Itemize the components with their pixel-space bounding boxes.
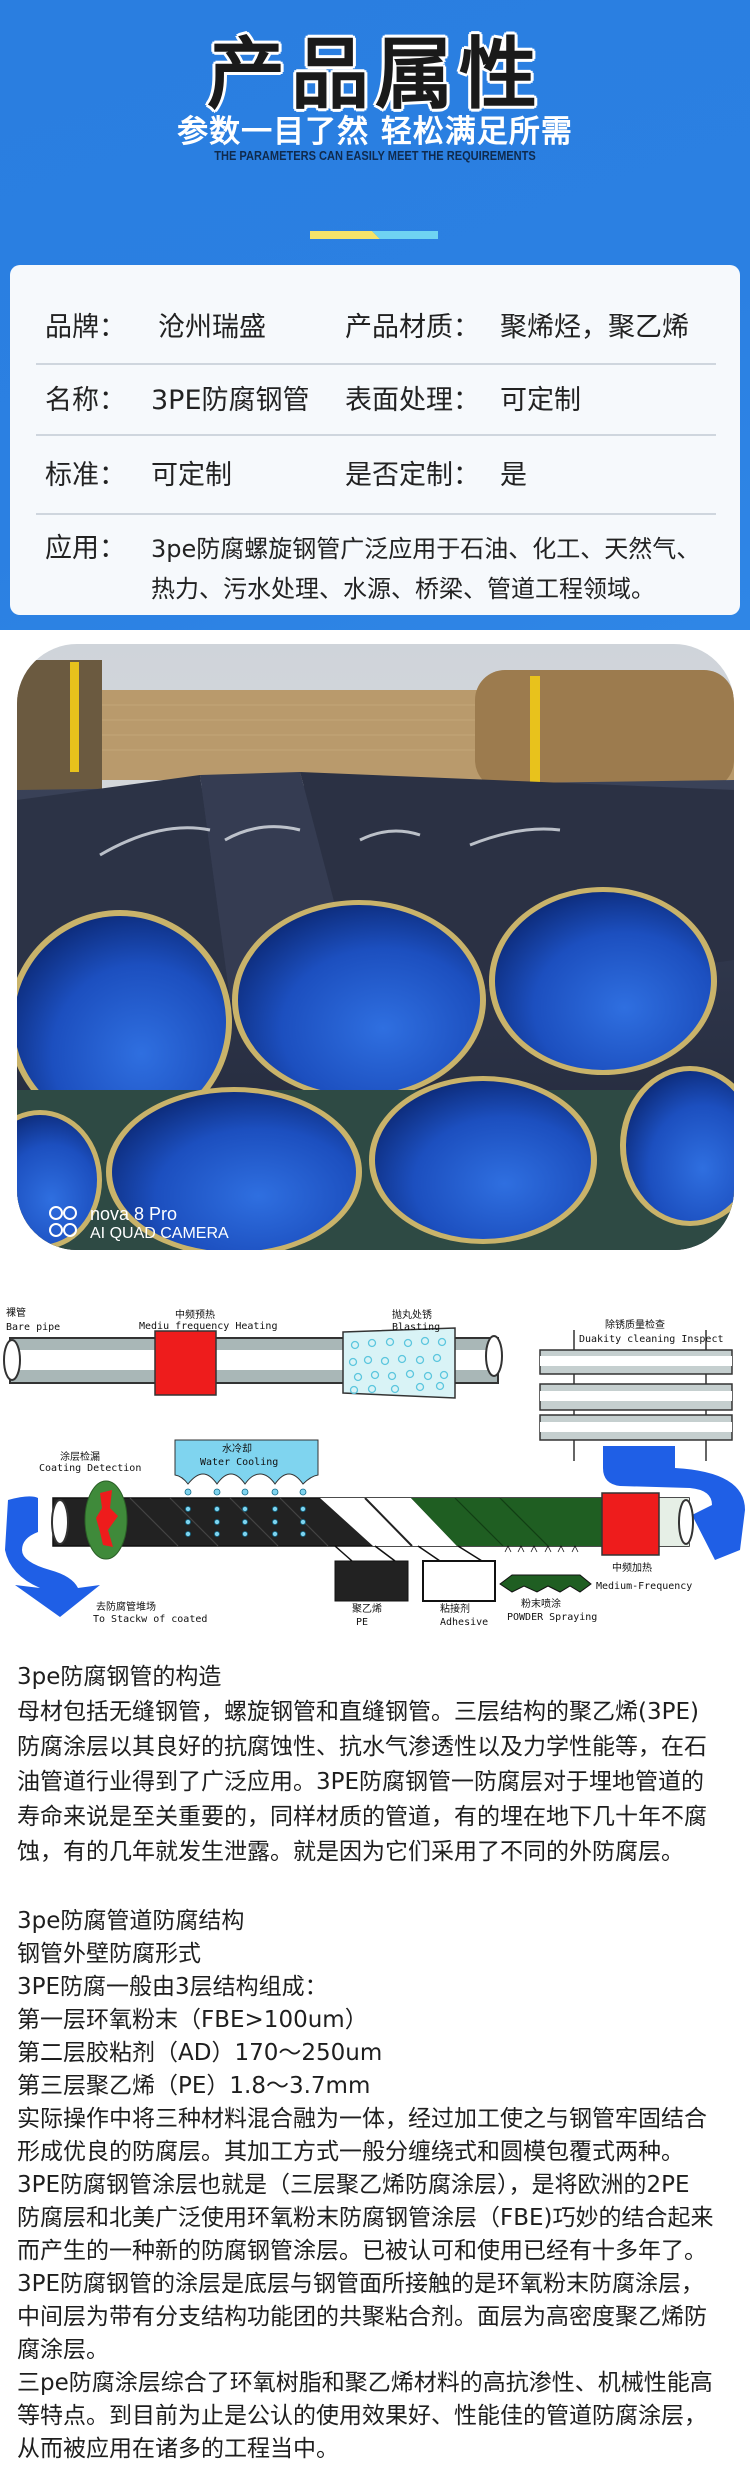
text-line: 寿命来说是至关重要的，同样材质的管道，有的埋在地下几十年不腐 — [17, 1804, 707, 1830]
water-cooling-tank — [174, 1439, 319, 1485]
heating-en: Medium-Frequency — [596, 1581, 692, 1592]
3pe-process-diagram: 裸管 Bare pipe 中频预热 Mediu frequency Heatin… — [3, 1306, 745, 1628]
stack-en: To Stackw of coated — [93, 1614, 207, 1625]
text-line: 母材包括无缝钢管，螺旋钢管和直缝钢管。三层结构的聚乙烯(3PE) — [17, 1699, 699, 1725]
powder-cn: 粉末喷涂 — [521, 1597, 561, 1610]
application-line-2: 热力、污水处理、水源、桥梁、管道工程领域。 — [151, 575, 655, 603]
standard-label: 标准： — [45, 460, 126, 491]
heating-cn: 中频加热 — [612, 1561, 652, 1574]
powder-sprayer — [499, 1574, 592, 1593]
text-line: 钢管外壁防腐形式 — [17, 1941, 201, 1967]
custom-label: 是否定制： — [345, 460, 480, 491]
detection-cn: 涂层检漏 — [60, 1450, 100, 1463]
text-line: 而产生的一种新的防腐钢管涂层。已被认可和使用已经有十多年了。 — [17, 2238, 707, 2264]
text-line: 第一层环氧粉末（FBE>100um） — [17, 2007, 368, 2033]
adhesive-en: Adhesive — [440, 1617, 488, 1628]
cooling-cn: 水冷却 — [222, 1442, 252, 1455]
blasting-chamber — [342, 1327, 456, 1399]
section-heading: 3pe防腐管道防腐结构 — [17, 1908, 245, 1934]
text-line: 3PE防腐钢管的涂层是底层与钢管面所接触的是环氧粉末防腐涂层， — [17, 2271, 705, 2297]
text-line: 形成优良的防腐层。其加工方式一般分缠绕式和圆模包覆式两种。 — [17, 2139, 684, 2165]
bare-pipe-cn: 裸管 — [6, 1306, 26, 1319]
camera-watermark-icon — [49, 1206, 77, 1237]
pe-en: PE — [356, 1617, 368, 1628]
preheat-en: Mediu frequency Heating — [139, 1321, 277, 1332]
stack-cn: 去防腐管堆场 — [96, 1600, 156, 1613]
pe-cn: 聚乙烯 — [352, 1602, 382, 1615]
text-line: 从而被应用在诸多的工程当中。 — [17, 2436, 339, 2462]
text-line: 三pe防腐涂层综合了环氧树脂和聚乙烯材料的高抗渗性、机械性能高 — [17, 2370, 713, 2396]
text-line: 腐涂层。 — [17, 2337, 109, 2363]
coated-pipes-illustration: nova 8 Pro AI QUAD CAMERA — [17, 644, 734, 1250]
name-value: 3PE防腐钢管 — [151, 385, 310, 416]
cooling-en: Water Cooling — [200, 1457, 278, 1468]
surface-label: 表面处理： — [345, 385, 480, 416]
name-label: 名称： — [45, 385, 126, 416]
text-line: 防腐层和北美广泛使用环氧粉末防腐钢管涂层（FBE)巧妙的结合起来 — [17, 2205, 714, 2231]
watermark-camera: AI QUAD CAMERA — [90, 1225, 229, 1242]
adhesive-cn: 粘接剂 — [440, 1602, 470, 1615]
standard-value: 可定制 — [151, 460, 232, 491]
material-label: 产品材质： — [345, 312, 480, 343]
decorative-bar — [310, 231, 438, 239]
product-attributes-banner: 产品属性 参数一目了然 轻松满足所需 THE PARAMETERS CAN EA… — [0, 0, 750, 630]
article-structure: 3pe防腐钢管的构造 母材包括无缝钢管，螺旋钢管和直缝钢管。三层结构的聚乙烯(3… — [17, 1660, 707, 1870]
blasting-en: Blasting — [392, 1322, 440, 1333]
brand-label: 品牌： — [45, 312, 126, 343]
flow-arrow-right-icon — [603, 1446, 745, 1560]
divider — [36, 434, 716, 436]
adhesive-hopper — [422, 1560, 496, 1602]
banner-title: 产品属性 — [206, 30, 543, 120]
application-line-1: 3pe防腐螺旋钢管广泛应用于石油、化工、天然气、 — [151, 535, 701, 563]
text-line: 等特点。到目前为止是公认的使用效果好、性能佳的管道防腐涂层， — [17, 2403, 707, 2429]
inspect-en: Duakity cleaning Inspect — [579, 1334, 724, 1345]
application-label: 应用： — [45, 533, 126, 564]
banner-subtitle-english: THE PARAMETERS CAN EASILY MEET THE REQUI… — [214, 148, 536, 163]
preheat-coil — [154, 1330, 217, 1396]
text-line: 3PE防腐钢管涂层也就是（三层聚乙烯防腐涂层），是将欧洲的2PE — [17, 2172, 690, 2198]
custom-value: 是 — [500, 460, 527, 491]
material-value: 聚烯烃，聚乙烯 — [500, 312, 689, 343]
preheat-cn: 中频预热 — [175, 1308, 215, 1321]
product-photo: nova 8 Pro AI QUAD CAMERA — [17, 644, 734, 1250]
bare-pipe-en: Bare pipe — [6, 1322, 60, 1333]
blasting-cn: 抛丸处锈 — [392, 1308, 432, 1321]
brand-value: 沧州瑞盛 — [158, 312, 266, 343]
text-line: 实际操作中将三种材料混合融为一体，经过加工使之与钢管牢固结合 — [17, 2106, 707, 2132]
pe-hopper — [334, 1560, 409, 1602]
heating-coil — [601, 1492, 660, 1556]
powder-en: POWDER Spraying — [507, 1612, 597, 1623]
text-line: 第二层胶粘剂（AD）170～250um — [17, 2040, 383, 2066]
section-heading: 3pe防腐钢管的构造 — [17, 1664, 222, 1690]
text-line: 第三层聚乙烯（PE）1.8～3.7mm — [17, 2073, 371, 2099]
text-line: 蚀，有的几年就发生泄露。就是因为它们采用了不同的外防腐层。 — [17, 1839, 684, 1865]
text-line: 油管道行业得到了广泛应用。3PE防腐钢管一防腐层对于埋地管道的 — [17, 1769, 705, 1795]
attributes-card: 品牌： 沧州瑞盛 产品材质： 聚烯烃，聚乙烯 名称： 3PE防腐钢管 表面处理：… — [10, 265, 740, 615]
divider — [36, 513, 716, 515]
divider — [36, 363, 716, 365]
text-line: 3PE防腐一般由3层结构组成： — [17, 1974, 328, 2000]
detection-en: Coating Detection — [39, 1463, 141, 1474]
flow-arrow-left-icon — [5, 1496, 100, 1617]
watermark-model: nova 8 Pro — [90, 1204, 177, 1224]
text-line: 防腐涂层以其良好的抗腐蚀性、抗水气渗透性以及力学性能等，在石 — [17, 1734, 707, 1760]
text-line: 中间层为带有分支结构功能团的共聚粘合剂。面层为高密度聚乙烯防 — [17, 2304, 707, 2330]
inspect-cn: 除锈质量检查 — [605, 1318, 665, 1331]
surface-value: 可定制 — [500, 385, 581, 416]
article-anticorrosion-structure: 3pe防腐管道防腐结构 钢管外壁防腐形式 3PE防腐一般由3层结构组成： 第一层… — [17, 1905, 714, 2466]
banner-subtitle: 参数一目了然 轻松满足所需 — [177, 114, 573, 150]
